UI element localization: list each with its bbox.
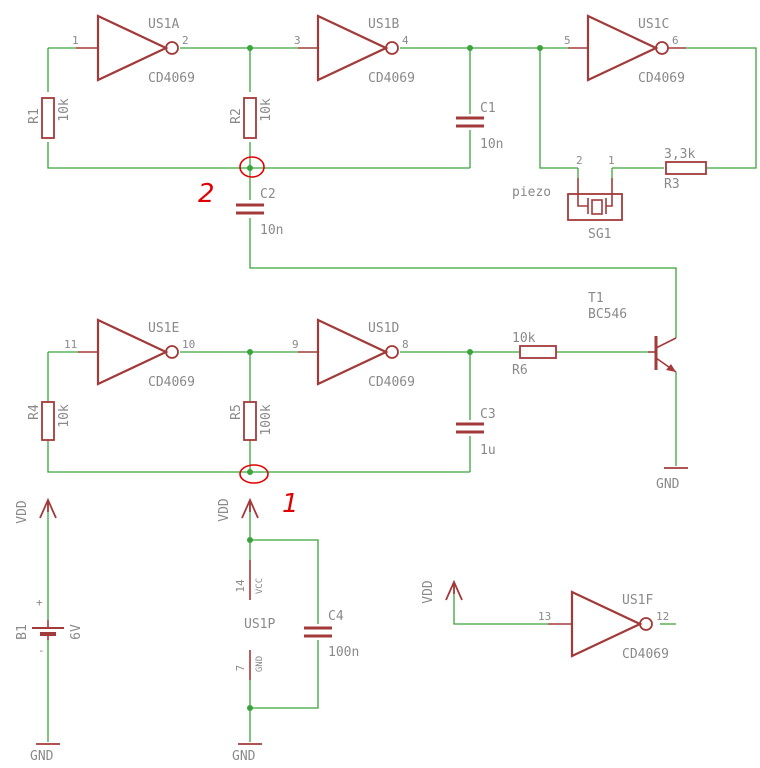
piezo-sg1-label: SG1 (588, 227, 611, 242)
battery-b1-minus: - (38, 644, 45, 657)
annotation-2-text: 2 (198, 179, 215, 209)
gate-us1f[interactable]: US1F CD4069 13 12 (538, 590, 669, 662)
resistor-r6-value: 10k (512, 331, 536, 346)
gate-us1b-type: CD4069 (368, 71, 415, 86)
capacitor-c3-label: C3 (480, 407, 496, 422)
transistor-t1-label: T1 (588, 291, 604, 306)
gnd-label-us1p: GND (232, 749, 256, 764)
power-unit-pin-vcc: 14 (234, 579, 247, 593)
resistor-r2-value: 10k (259, 98, 274, 122)
gnd-symbol-transistor: GND (656, 467, 688, 492)
capacitor-c2[interactable]: C2 10n (236, 187, 283, 238)
gate-us1a-label: US1A (148, 17, 179, 32)
resistor-r3-value: 3,3k (664, 147, 695, 162)
gate-us1e-pin-out: 10 (182, 338, 195, 351)
resistor-r3-label: R3 (664, 177, 680, 192)
annotation-mark-1: 1 (239, 464, 299, 519)
vdd-symbol-battery: VDD (15, 497, 57, 524)
resistor-r6-label: R6 (512, 363, 528, 378)
capacitor-c1-value: 10n (480, 137, 503, 152)
piezo-sg1-pin-b: 1 (608, 154, 615, 167)
gate-us1a[interactable]: US1A CD4069 1 2 (72, 14, 195, 86)
piezo-sg1-text: piezo (512, 185, 551, 200)
capacitor-c4-label: C4 (328, 609, 344, 624)
wires (47, 47, 757, 742)
power-unit-us1p-label: US1P (244, 617, 275, 632)
gate-us1f-pin-in: 13 (538, 610, 551, 623)
resistor-r6[interactable]: 10k R6 (512, 331, 557, 378)
piezo-sg1-pin-a: 2 (576, 154, 583, 167)
battery-b1-plus: + (36, 596, 43, 609)
gate-us1d[interactable]: US1D CD4069 9 8 (292, 318, 415, 390)
power-unit-gnd-label: GND (255, 656, 265, 672)
gate-us1d-type: CD4069 (368, 375, 415, 390)
gate-us1c-label: US1C (638, 17, 669, 32)
vdd-label-us1f: VDD (421, 580, 436, 604)
gate-us1d-pin-in: 9 (292, 338, 299, 351)
resistor-r2[interactable]: R2 10k (229, 97, 274, 139)
gate-us1a-type: CD4069 (148, 71, 195, 86)
gate-us1d-label: US1D (368, 321, 399, 336)
gate-us1c-type: CD4069 (638, 71, 685, 86)
junctions (247, 45, 543, 711)
gate-us1b-label: US1B (368, 17, 399, 32)
vdd-label-us1p: VDD (217, 498, 232, 522)
gate-us1c-pin-in: 5 (564, 34, 571, 47)
battery-b1-value: 6V (69, 624, 84, 640)
annotation-1-text: 1 (282, 489, 299, 519)
gnd-symbol-battery: GND (30, 743, 60, 764)
capacitor-c3-value: 1u (480, 443, 496, 458)
gate-us1d-pin-out: 8 (402, 338, 409, 351)
battery-b1-label: B1 (15, 624, 30, 640)
gate-us1e-type: CD4069 (148, 375, 195, 390)
resistor-r5-value: 100k (259, 404, 274, 435)
capacitor-c4[interactable]: C4 100n (304, 609, 359, 660)
resistor-r1[interactable]: R1 10k (27, 97, 72, 139)
capacitor-c2-label: C2 (260, 187, 276, 202)
resistor-r5-label: R5 (229, 404, 244, 420)
gate-us1e-label: US1E (148, 321, 179, 336)
transistor-t1[interactable]: T1 BC546 (588, 291, 677, 373)
battery-b1[interactable]: B1 6V + - (15, 596, 84, 657)
piezo-sg1[interactable]: piezo SG1 2 1 (512, 154, 623, 242)
gate-us1e-pin-in: 11 (64, 338, 77, 351)
gate-us1a-pin-out: 2 (182, 34, 189, 47)
gate-us1b[interactable]: US1B CD4069 3 4 (294, 14, 415, 86)
gnd-label-battery: GND (30, 749, 54, 764)
capacitor-c1[interactable]: C1 10n (456, 101, 503, 152)
capacitor-c2-value: 10n (260, 223, 283, 238)
gate-us1a-pin-in: 1 (72, 34, 79, 47)
resistor-r4[interactable]: R4 10k (27, 401, 72, 441)
gate-us1f-pin-out: 12 (656, 610, 669, 623)
resistor-r1-value: 10k (57, 98, 72, 122)
gate-us1b-pin-out: 4 (402, 34, 409, 47)
resistor-r4-value: 10k (57, 404, 72, 428)
gate-us1f-type: CD4069 (622, 647, 669, 662)
resistor-r5[interactable]: R5 100k (229, 401, 274, 441)
power-unit-us1p[interactable]: US1P 14 VCC 7 GND (234, 560, 275, 680)
capacitor-c3[interactable]: C3 1u (456, 407, 496, 458)
gate-us1e[interactable]: US1E CD4069 11 10 (64, 318, 195, 390)
resistor-r4-label: R4 (27, 404, 42, 420)
transistor-t1-type: BC546 (588, 307, 627, 322)
gate-us1c[interactable]: US1C CD4069 5 6 (564, 14, 686, 86)
power-unit-vcc-label: VCC (255, 578, 265, 594)
capacitor-c4-value: 100n (328, 645, 359, 660)
gnd-label-transistor: GND (656, 477, 680, 492)
gate-us1b-pin-in: 3 (294, 34, 301, 47)
vdd-symbol-us1p: VDD (217, 497, 259, 522)
resistor-r1-label: R1 (27, 108, 42, 124)
gate-us1f-label: US1F (622, 593, 653, 608)
resistor-r3[interactable]: 3,3k R3 (664, 147, 707, 192)
vdd-symbol-us1f: VDD (421, 579, 463, 604)
resistor-r2-label: R2 (229, 108, 244, 124)
annotation-mark-2: 2 (198, 156, 265, 209)
gnd-symbol-us1p: GND (232, 743, 262, 764)
power-unit-pin-gnd: 7 (234, 665, 247, 672)
vdd-label-battery: VDD (15, 500, 30, 524)
capacitor-c1-label: C1 (480, 101, 496, 116)
gate-us1c-pin-out: 6 (672, 34, 679, 47)
